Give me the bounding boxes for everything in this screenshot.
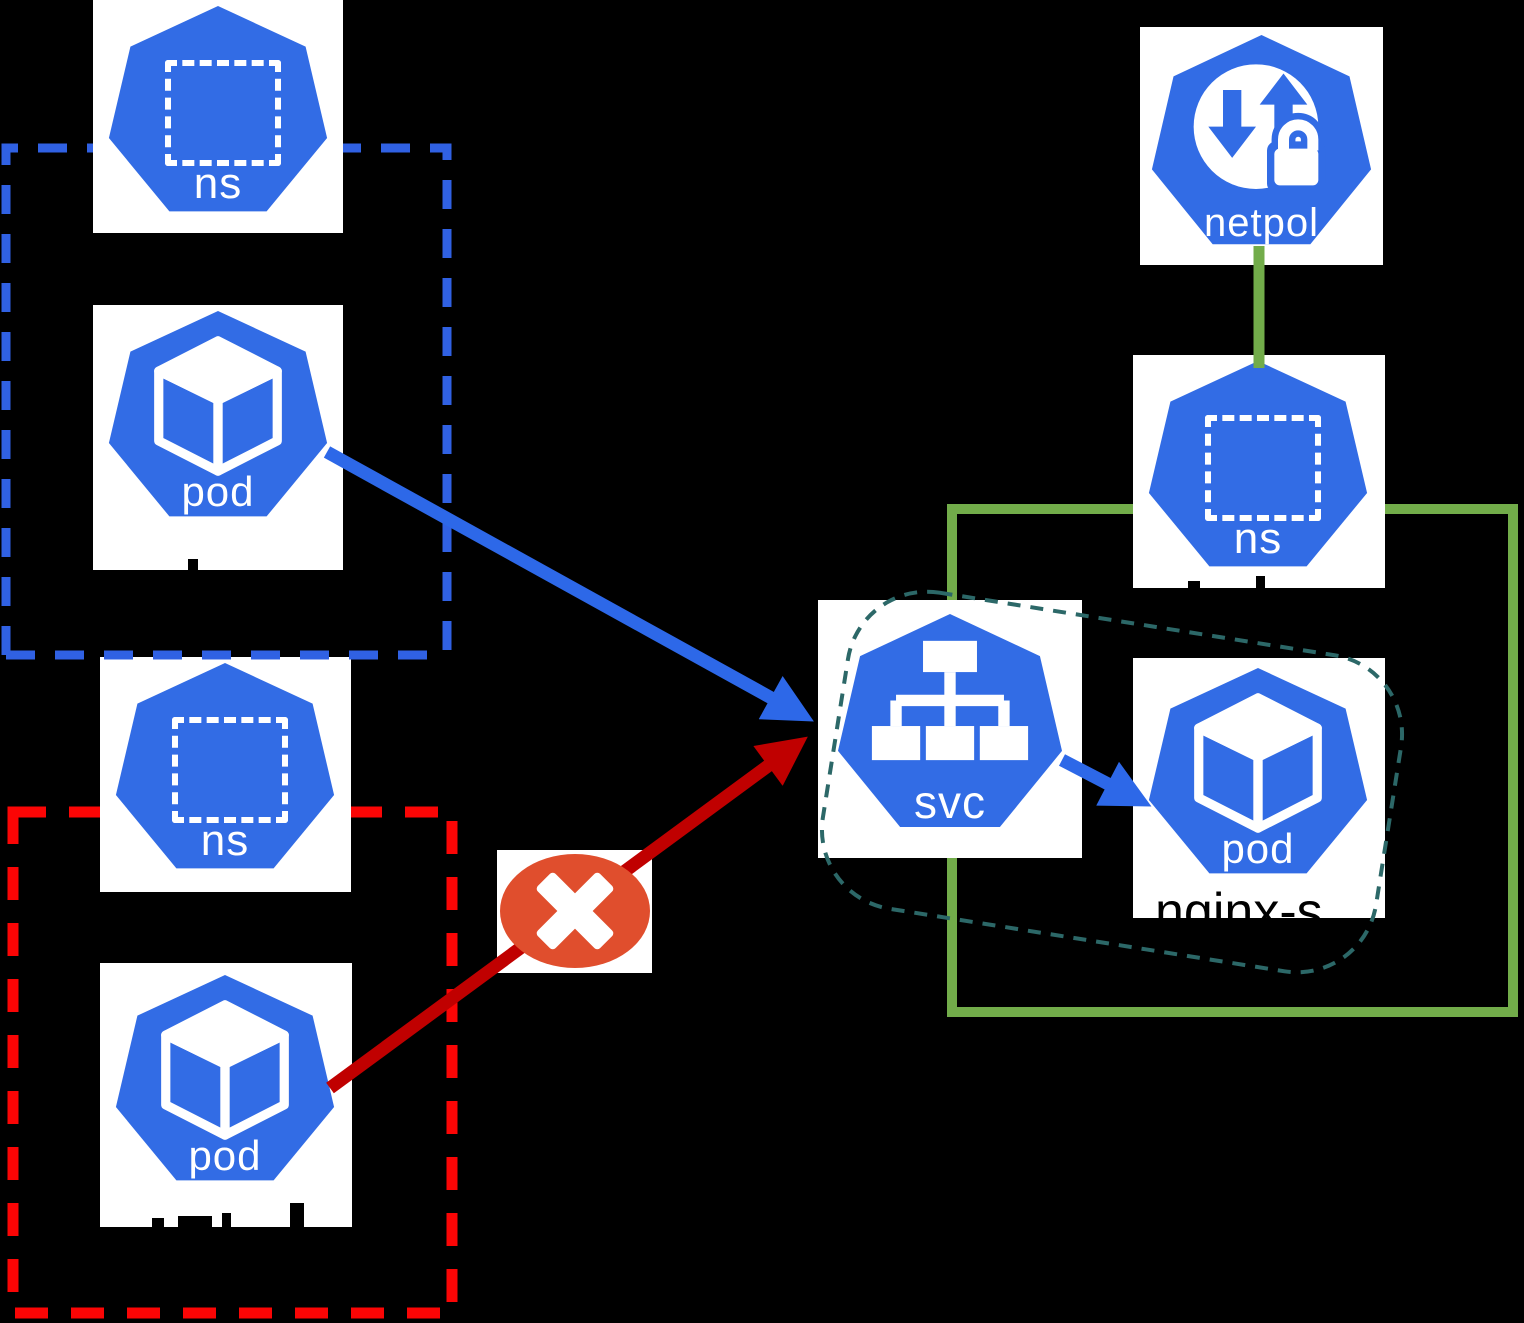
pod-label: pod — [181, 468, 255, 515]
namespace-square-icon — [165, 60, 281, 166]
namespace-icon: ns — [1148, 361, 1368, 567]
clipped-label-remnant — [1188, 581, 1200, 588]
namespace-square-icon — [1205, 415, 1321, 521]
pod-node-c: pod nginx-s — [1133, 658, 1385, 918]
service-icon: svc — [837, 614, 1063, 828]
clipped-label-remnant — [152, 1218, 164, 1227]
cube-icon — [1194, 693, 1322, 833]
pod-icon: pod — [108, 311, 328, 517]
cube-icon — [161, 1000, 289, 1140]
service-label: svc — [914, 776, 986, 828]
namespace-icon: ns — [115, 663, 335, 869]
pod-node-b: pod — [100, 963, 352, 1227]
clipped-label-remnant — [1256, 576, 1265, 588]
network-policy-label: netpol — [1204, 201, 1319, 245]
pod-icon: pod — [1148, 668, 1368, 874]
pod-label: pod — [188, 1132, 262, 1179]
network-policy-icon: netpol — [1151, 35, 1372, 245]
namespace-label: ns — [1233, 514, 1283, 563]
namespace-label: ns — [200, 816, 250, 865]
clipped-label-remnant — [222, 1213, 231, 1227]
network-policy-node: netpol — [1140, 27, 1383, 265]
traffic-lock-icon — [1193, 64, 1326, 193]
namespace-label: ns — [193, 159, 243, 208]
blocked-icon — [500, 854, 650, 968]
namespace-node-c: ns — [1133, 355, 1385, 588]
clipped-label-remnant — [188, 559, 198, 570]
cube-icon — [154, 336, 282, 476]
clipped-label-remnant — [178, 1216, 212, 1227]
pod-node-a: pod — [93, 305, 343, 570]
namespace-node-b: ns — [100, 657, 351, 892]
service-tree-icon — [871, 640, 1029, 761]
allowed-traffic-arrow — [323, 446, 814, 722]
pod-icon: pod — [115, 975, 335, 1181]
pod-label: pod — [1221, 825, 1295, 872]
clipped-label-remnant — [290, 1203, 304, 1227]
pod-caption: nginx-s — [1155, 883, 1323, 918]
namespace-icon: ns — [108, 6, 328, 212]
namespace-node-a: ns — [93, 0, 343, 233]
namespace-square-icon — [172, 717, 288, 823]
service-node: svc — [818, 600, 1082, 858]
